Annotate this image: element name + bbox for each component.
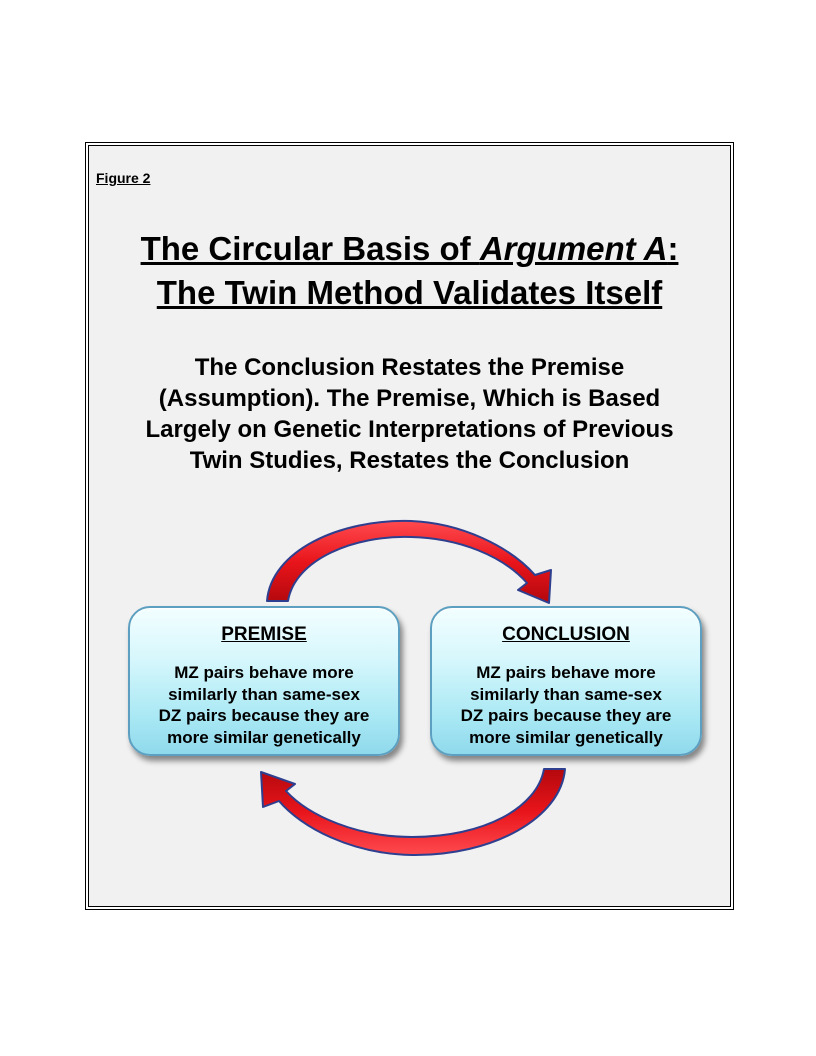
conclusion-box: CONCLUSION MZ pairs behave more similarl… (430, 606, 702, 756)
conclusion-text: MZ pairs behave more similarly than same… (432, 662, 700, 748)
premise-text: MZ pairs behave more similarly than same… (130, 662, 398, 748)
conclusion-title: CONCLUSION (502, 624, 630, 645)
conclusion-text-line: more similar genetically (469, 727, 663, 747)
title-line-1-end: : (667, 230, 679, 267)
conclusion-text-line: similarly than same-sex (470, 684, 662, 704)
premise-text-line: similarly than same-sex (168, 684, 360, 704)
subtitle-line: The Conclusion Restates the Premise (194, 354, 625, 381)
subtitle: The Conclusion Restates the Premise (Ass… (89, 352, 730, 476)
conclusion-text-line: DZ pairs because they are (460, 706, 672, 725)
curved-arrow-right-icon (266, 519, 552, 604)
subtitle-line: (Assumption). The Premise, Which is Base… (158, 385, 661, 412)
premise-text-line: DZ pairs because they are (158, 706, 370, 725)
curved-arrow-left-icon (260, 768, 566, 857)
cycle-arrows (260, 519, 566, 857)
premise-title: PREMISE (221, 624, 307, 645)
figure-frame: Figure 2 The Circular Basis of Argument … (85, 142, 734, 910)
premise-text-line: more similar genetically (167, 727, 361, 747)
title-line-1: The Circular Basis of Argument A: (89, 230, 730, 268)
figure-label: Figure 2 (96, 170, 151, 186)
subtitle-line: Largely on Genetic Interpretations of Pr… (145, 416, 674, 443)
title-line-1-start: The Circular Basis of (140, 230, 480, 267)
title-line-2: The Twin Method Validates Itself (156, 274, 663, 311)
title-line-1-italic: Argument A (479, 230, 668, 267)
conclusion-text-line: MZ pairs behave more (476, 663, 656, 682)
premise-text-line: MZ pairs behave more (174, 663, 354, 682)
subtitle-line: Twin Studies, Restates the Conclusion (189, 447, 630, 474)
premise-box: PREMISE MZ pairs behave more similarly t… (128, 606, 400, 756)
